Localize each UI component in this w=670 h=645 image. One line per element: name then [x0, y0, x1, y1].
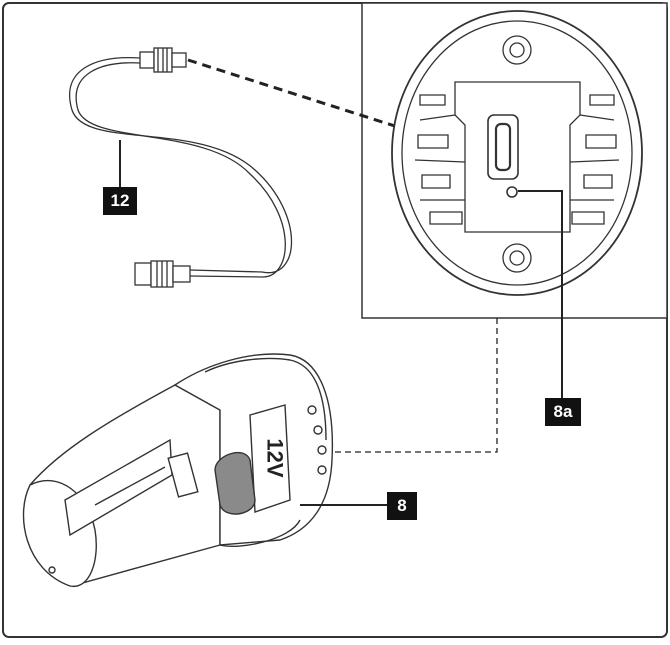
port-leader-line	[518, 190, 563, 398]
battery-callout-label: 8	[387, 492, 417, 520]
inset-connector-line	[328, 318, 498, 453]
usb-cable	[69, 47, 293, 288]
port-callout-label: 8a	[545, 398, 581, 426]
battery-base-detail	[391, 10, 643, 296]
battery-voltage-marking: 12V	[262, 438, 288, 478]
battery-release-button	[214, 451, 256, 515]
cable-callout-label: 12	[103, 187, 137, 215]
battery-pack	[22, 353, 334, 587]
